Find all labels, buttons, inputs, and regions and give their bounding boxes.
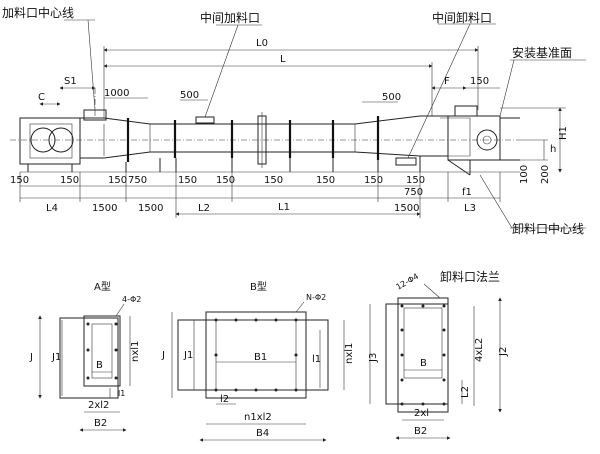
callout-install-base: 安装基准面 (512, 45, 572, 60)
view-b-hole: N-Φ2 (306, 293, 326, 302)
view-c (369, 283, 502, 440)
view-c-4xL2: 4xL2 (474, 338, 485, 362)
dim-100: 100 (519, 165, 530, 184)
dim-150: 150 (108, 175, 127, 186)
view-b-J: J (161, 350, 165, 361)
dim-L1: L1 (278, 202, 290, 213)
view-b-nxl1: nxl1 (344, 343, 355, 364)
view-a-l1: l1 (118, 389, 125, 398)
dim-150-top: 150 (470, 76, 489, 87)
dim-L4: L4 (46, 203, 58, 214)
dim-L3: L3 (464, 203, 476, 214)
view-c-J2: J2 (498, 347, 509, 357)
feed-head-box (19, 117, 81, 165)
view-a-nxl1: nxl1 (130, 341, 141, 362)
dim-500-right: 500 (382, 92, 401, 103)
view-b-B4: B4 (256, 428, 269, 439)
dim-L0: L0 (256, 38, 268, 49)
view-a-title: A型 (94, 280, 111, 293)
top-dimensions (39, 46, 566, 173)
casing-bottom (80, 151, 448, 159)
view-b-title: B型 (250, 280, 267, 293)
dim-150: 150 (264, 175, 283, 186)
view-b (171, 301, 345, 442)
view-b-l1: l1 (312, 354, 321, 365)
dim-750-right: 750 (404, 187, 423, 198)
dim-1500-b: 1500 (138, 203, 163, 214)
dim-C: C (38, 92, 45, 103)
view-a-J1: J1 (51, 352, 61, 363)
dim-150: 150 (364, 175, 383, 186)
view-b-B1: B1 (254, 352, 267, 363)
view-c-hole: 12-Φ4 (395, 272, 421, 292)
bottom-dimensions (19, 172, 501, 218)
view-b-l2: l2 (220, 394, 229, 405)
drive-mount (454, 105, 478, 117)
callout-middle-discharge: 中间卸料口 (432, 10, 492, 25)
view-b-J1: J1 (183, 350, 193, 361)
callout-middle-feed: 中间加料口 (200, 10, 260, 25)
view-c-B2: B2 (414, 426, 427, 437)
dim-150: 150 (316, 175, 335, 186)
dim-1500-a: 1500 (92, 203, 117, 214)
dim-f1: f1 (462, 187, 472, 198)
dim-150: 150 (216, 175, 235, 186)
view-a-B: B (96, 360, 103, 371)
view-a-J: J (29, 352, 33, 363)
dim-1000: 1000 (104, 88, 129, 99)
dim-150: 150 (10, 175, 29, 186)
view-c-L2: L2 (460, 386, 471, 398)
middle-discharge-port (395, 157, 417, 166)
dim-H1: H1 (558, 126, 569, 140)
view-a-hole: 4-Φ2 (122, 295, 141, 304)
view-c-2xl: 2xl (414, 408, 429, 419)
dim-150: 150 (60, 175, 79, 186)
drive-sprocket (476, 129, 498, 151)
view-a-2xl2: 2xl2 (88, 400, 109, 411)
middle-feed-port (195, 116, 215, 124)
dim-1500-c: 1500 (394, 203, 419, 214)
view-c-B: B (420, 358, 427, 369)
casing-top (80, 115, 460, 125)
view-c-J3: J3 (368, 353, 379, 363)
dim-h: h (550, 144, 556, 155)
dim-150: 150 (406, 175, 425, 186)
dim-750: 750 (128, 175, 147, 186)
view-b-nxl2: n1xl2 (244, 412, 272, 423)
dim-S1: S1 (64, 76, 77, 87)
discharge-head (447, 115, 501, 161)
view-a (38, 303, 131, 432)
dim-500-left: 500 (180, 90, 199, 101)
dim-200: 200 (540, 165, 551, 184)
support-legs (27, 156, 421, 172)
dim-150: 150 (178, 175, 197, 186)
callout-discharge-centerline: 卸料口中心线 (512, 221, 584, 236)
dim-L2: L2 (198, 203, 210, 214)
dim-F: F (444, 76, 450, 87)
main-elevation (10, 88, 520, 176)
view-a-B2: B2 (94, 418, 107, 429)
callout-leaders (64, 19, 586, 229)
dim-L: L (280, 54, 286, 65)
callout-feed-centerline: 加料口中心线 (2, 5, 74, 20)
callout-discharge-flange: 卸料口法兰 (440, 269, 500, 284)
